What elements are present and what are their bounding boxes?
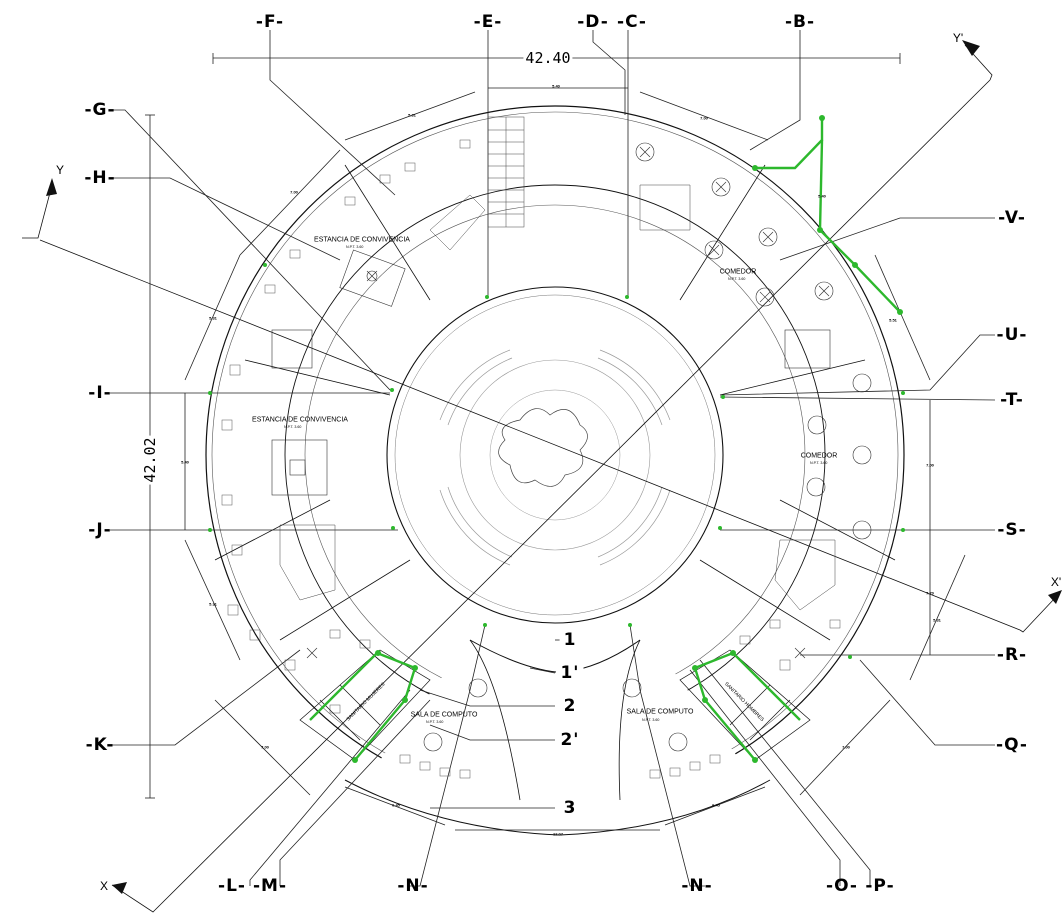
overall-width-dimension: 42.40 bbox=[523, 49, 573, 67]
npt-estancia-lower: N.P.T. 3.60 bbox=[284, 425, 302, 429]
chairs bbox=[221, 139, 841, 779]
dim-s-t: 7.00 bbox=[926, 462, 934, 468]
axis-label-e: -E- bbox=[473, 12, 503, 32]
dim-j-left: 5.31 bbox=[209, 601, 217, 607]
room-estancia-upper: ESTANCIA DE CONVIVENCIA bbox=[314, 236, 410, 244]
dim-k-m: 7.00 bbox=[261, 744, 269, 750]
courtyard-ring-2 bbox=[394, 294, 716, 616]
axis-label-o: -O- bbox=[826, 876, 858, 896]
axis-label-i: -I- bbox=[88, 383, 112, 403]
axis-label-j: -J- bbox=[88, 520, 112, 540]
axis-label-b: -B- bbox=[784, 12, 816, 32]
axis-label-n-right: -N- bbox=[681, 876, 713, 896]
axis-leader-lines bbox=[110, 30, 996, 887]
row-label-2-prime: 2' bbox=[556, 730, 584, 750]
row-label-1: 1 bbox=[559, 630, 581, 650]
dim-r-q: 5.31 bbox=[933, 617, 941, 623]
axis-label-s: -S- bbox=[997, 520, 1027, 540]
room-comedor-lower: COMEDOR bbox=[800, 452, 838, 460]
axis-label-k: -K- bbox=[85, 735, 115, 755]
npt-estancia-upper: N.P.T. 3.60 bbox=[346, 245, 364, 249]
row-label-1-prime: 1' bbox=[556, 663, 584, 683]
npt-comedor-lower: N.P.T. 3.60 bbox=[810, 461, 828, 465]
garden-ring-2 bbox=[489, 389, 621, 521]
axis-label-f: -F- bbox=[255, 12, 285, 32]
overall-height-dimension: 42.02 bbox=[141, 435, 159, 485]
npt-computo-right: N.P.T. 3.60 bbox=[642, 718, 660, 722]
tree-symbol bbox=[498, 408, 588, 487]
axis-label-m: -M- bbox=[252, 876, 288, 896]
dim-t-v: 5.51 bbox=[889, 317, 897, 323]
dim-p-q: 7.00 bbox=[842, 744, 850, 750]
x-axis-label: X bbox=[99, 879, 109, 893]
courtyard-ring bbox=[386, 286, 724, 624]
axis-label-h: -H- bbox=[84, 168, 116, 188]
rotated-axes bbox=[22, 44, 1056, 913]
dim-h-left: 5.31 bbox=[209, 315, 217, 321]
dim-r-s: 7.70 bbox=[926, 590, 934, 596]
room-computo-right: SALA DE COMPUTO bbox=[626, 708, 694, 716]
axis-label-l: -L- bbox=[218, 876, 246, 896]
stairs bbox=[279, 116, 836, 611]
room-computo-left: SALA DE COMPUTO bbox=[410, 711, 478, 719]
y-axis-label: Y bbox=[55, 163, 65, 177]
room-estancia-lower: ESTANCIA DE CONVIVENCIA bbox=[252, 416, 348, 424]
garden-ring bbox=[459, 359, 651, 551]
table-cross-marks bbox=[306, 146, 830, 659]
axis-label-d: -D- bbox=[577, 12, 609, 32]
axis-arrows bbox=[46, 40, 1062, 894]
axis-label-g: -G- bbox=[84, 100, 116, 120]
axis-label-u: -U- bbox=[996, 325, 1028, 345]
dim-i-j: 5.40 bbox=[181, 459, 189, 465]
row-label-3: 3 bbox=[559, 798, 581, 818]
axis-label-c: -C- bbox=[617, 12, 647, 32]
dim-m-n: 6.45 bbox=[392, 802, 400, 808]
axis-label-n-left: -N- bbox=[397, 876, 429, 896]
bathrooms bbox=[299, 649, 811, 761]
dim-b-c: 7.00 bbox=[700, 115, 708, 121]
npt-computo-left: N.P.T. 3.60 bbox=[426, 720, 444, 724]
bottom-dimension: 12.07 bbox=[552, 831, 564, 837]
axis-label-r: -R- bbox=[996, 645, 1028, 665]
courtyard-benches bbox=[439, 349, 671, 566]
x-prime-axis-label: X' bbox=[1050, 575, 1062, 589]
dining-tables bbox=[271, 142, 872, 752]
dim-n-p: 6.45 bbox=[712, 802, 720, 808]
npt-comedor-upper: N.P.T. 3.60 bbox=[728, 277, 746, 281]
green-nodes bbox=[208, 115, 905, 763]
axis-label-t: -T- bbox=[1000, 390, 1024, 410]
room-comedor-upper: COMEDOR bbox=[719, 268, 757, 276]
dim-u-r: 5.40 bbox=[818, 193, 826, 199]
dim-e-d: 5.40 bbox=[552, 83, 560, 89]
y-prime-axis-label: Y' bbox=[952, 31, 964, 45]
axis-label-v: -V- bbox=[998, 208, 1026, 228]
axis-label-p: -P- bbox=[865, 876, 895, 896]
dim-g-h: 7.00 bbox=[290, 189, 298, 195]
dim-f-g: 5.31 bbox=[408, 112, 416, 118]
axis-label-q: -Q- bbox=[996, 735, 1028, 755]
row-label-2: 2 bbox=[559, 696, 581, 716]
